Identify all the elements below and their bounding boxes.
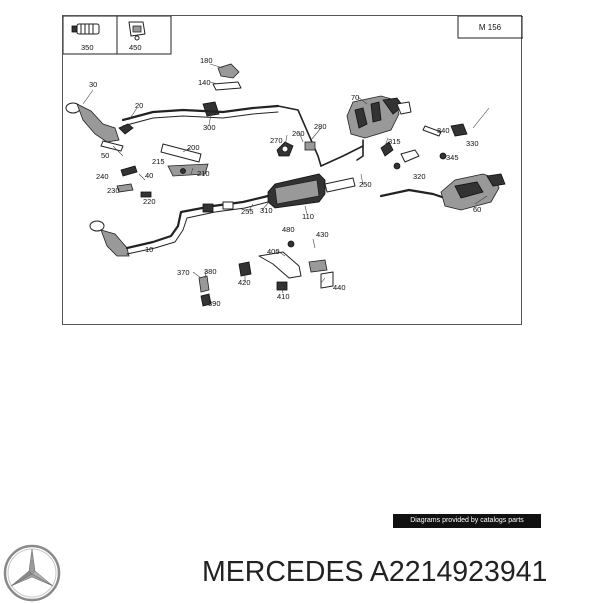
callout-label: 330 xyxy=(466,139,479,148)
callout-label: 410 xyxy=(277,292,290,301)
front-catalyst-upper xyxy=(65,102,134,143)
pipe-clamp xyxy=(202,201,234,213)
model-code: M 156 xyxy=(479,23,502,32)
callout-label: 320 xyxy=(413,172,426,181)
callout-label: 260 xyxy=(292,129,305,138)
mount-bracket xyxy=(100,140,209,177)
callout-label: 315 xyxy=(388,137,401,146)
pipe-10 xyxy=(125,194,270,250)
part-caption: MERCEDES A2214923941 xyxy=(202,552,598,592)
callout-label: 220 xyxy=(143,197,156,206)
fastener-stack xyxy=(198,275,212,307)
callout-label: 280 xyxy=(314,122,327,131)
callout-label: 110 xyxy=(302,212,314,221)
callout-label: 10 xyxy=(145,245,153,254)
callout-label: 40 xyxy=(145,171,153,180)
callout-label: 350 xyxy=(81,43,94,52)
front-catalyst-lower xyxy=(89,220,130,257)
pipe-20 xyxy=(121,104,280,122)
callout-label: 370 xyxy=(177,268,190,277)
callout-label: 440 xyxy=(333,283,346,292)
callout-label: 270 xyxy=(270,136,283,145)
callout-label: 240 xyxy=(96,172,109,181)
pipe-10-edge xyxy=(126,201,269,255)
callout-label: 420 xyxy=(238,278,251,287)
callout-label: 480 xyxy=(282,225,295,234)
pipe-crossover xyxy=(277,105,322,167)
mercedes-star-icon xyxy=(3,544,61,602)
callout-label: 70 xyxy=(351,93,359,102)
part-number: A2214923941 xyxy=(369,556,548,588)
hanger-part xyxy=(202,63,242,117)
bracket-part xyxy=(128,21,146,41)
callout-labels: 10 20 30 40 50 60 70 110 140 180 200 210… xyxy=(81,43,481,308)
pipe-crossover-rear xyxy=(320,145,364,167)
pipe-20-edge xyxy=(122,111,279,127)
model-box xyxy=(457,16,523,39)
callout-label: 400 xyxy=(267,247,280,256)
callout-label: 140 xyxy=(198,78,211,87)
rear-muffler-left xyxy=(346,95,412,161)
callout-label: 255 xyxy=(241,207,254,216)
pipe-tail xyxy=(379,188,447,200)
callout-label: 20 xyxy=(135,101,143,110)
callout-label: 215 xyxy=(152,157,165,166)
callout-label: 210 xyxy=(197,169,210,178)
exhaust-system-diagram: M 156 xyxy=(62,15,523,325)
callout-label: 390 xyxy=(208,299,221,308)
brand-name: MERCEDES xyxy=(202,556,364,588)
callout-label: 340 xyxy=(437,126,450,135)
callout-label: 230 xyxy=(107,186,120,195)
callout-label: 30 xyxy=(89,80,97,89)
callout-label: 250 xyxy=(359,180,372,189)
callout-label: 60 xyxy=(473,205,481,214)
callout-label: 380 xyxy=(204,267,217,276)
rear-fastener-group xyxy=(276,123,468,170)
callout-label: 300 xyxy=(203,123,216,132)
exhaust-diagram-drawing: M 156 xyxy=(63,16,523,308)
callout-label: 50 xyxy=(101,151,109,160)
callout-label: 310 xyxy=(260,206,273,215)
credit-banner: Diagrams provided by catalogs parts xyxy=(393,514,541,528)
rear-muffler-right xyxy=(440,173,506,211)
clamp-part xyxy=(71,23,100,35)
callout-label: 450 xyxy=(129,43,142,52)
callout-label: 200 xyxy=(187,143,200,152)
center-resonator xyxy=(267,173,356,209)
leader-lines xyxy=(82,63,490,304)
lower-bracket-assembly xyxy=(238,240,334,291)
callout-label: 430 xyxy=(316,230,329,239)
fastener-group xyxy=(116,165,152,198)
callout-label: 180 xyxy=(200,56,213,65)
callout-label: 345 xyxy=(446,153,459,162)
